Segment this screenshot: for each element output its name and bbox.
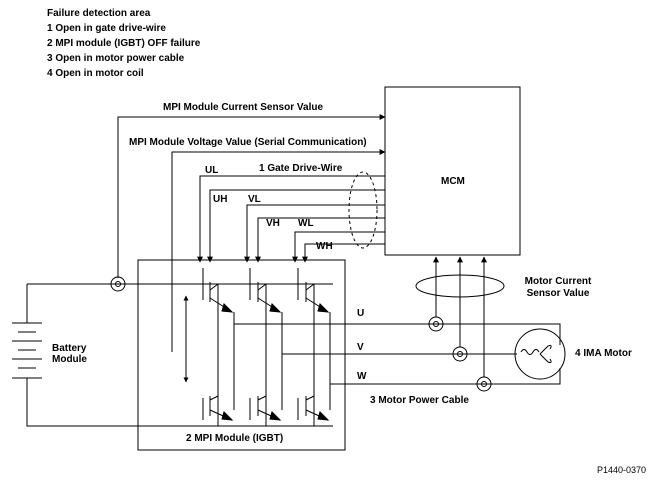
motor-current-label-2: Sensor Value (526, 288, 590, 299)
mcm-label: MCM (441, 176, 465, 187)
gate-wire-ul (197, 175, 385, 263)
phase-u-line (234, 323, 561, 345)
ima-motor-circle (514, 328, 566, 380)
igbt-w-low (297, 395, 330, 421)
igbt-v-high (249, 268, 282, 313)
mpi-module-label: 2 MPI Module (IGBT) (186, 433, 284, 444)
phase-label-w: W (357, 371, 367, 382)
current-sensor-line (117, 114, 386, 278)
mpi-module-box (137, 259, 346, 451)
legend-title: Failure detection area (47, 8, 151, 19)
figure-id: P1440-0370 (597, 465, 647, 475)
motor-coils (520, 344, 552, 364)
phase-w-line (330, 368, 561, 385)
gate-wire-wh (302, 243, 385, 263)
gate-wire-vl (244, 204, 385, 263)
motor-current-ellipse (415, 274, 505, 298)
phase-label-u: U (357, 308, 364, 319)
legend-item-2: 2 MPI module (IGBT) OFF failure (47, 38, 201, 49)
signal-wh: WH (316, 241, 333, 252)
gate-wire-wl (292, 231, 385, 263)
mcm-box (384, 86, 521, 256)
motor-power-cable-label: 3 Motor Power Cable (370, 395, 469, 406)
battery-negative-bus (26, 378, 333, 427)
legend-item-4: 4 Open in motor coil (47, 68, 144, 79)
igbt-w-high (297, 268, 330, 313)
signal-vl: VL (248, 194, 261, 205)
bus-current-sensor (110, 276, 126, 292)
voltage-value-label: MPI Module Voltage Value (Serial Communi… (129, 137, 367, 148)
igbt-u-high (202, 268, 234, 313)
battery-cells (12, 322, 42, 379)
legend-item-1: 1 Open in gate drive-wire (47, 23, 166, 34)
gate-wire-uh (207, 189, 385, 263)
gate-wire-fault-ellipse (348, 171, 378, 249)
current-sensor-label: MPI Module Current Sensor Value (163, 102, 324, 113)
signal-vh: VH (266, 218, 280, 229)
igbt-u-low (202, 395, 234, 421)
battery-label-2: Module (52, 354, 87, 365)
motor-current-label-1: Motor Current (524, 276, 592, 287)
gate-drive-wire-label: 1 Gate Drive-Wire (259, 163, 343, 174)
signal-ul: UL (205, 165, 219, 176)
phase-label-v: V (357, 342, 364, 353)
signal-uh: UH (213, 194, 228, 205)
battery-label-1: Battery (52, 343, 87, 354)
signal-wl: WL (298, 218, 314, 229)
igbt-v-low (249, 395, 282, 421)
voltage-value-line (171, 149, 386, 352)
failure-legend: Failure detection area 1 Open in gate dr… (47, 6, 200, 81)
legend-item-3: 3 Open in motor power cable (47, 53, 185, 64)
ima-motor-label: 4 IMA Motor (575, 348, 632, 359)
gate-wire-vh (255, 217, 385, 263)
